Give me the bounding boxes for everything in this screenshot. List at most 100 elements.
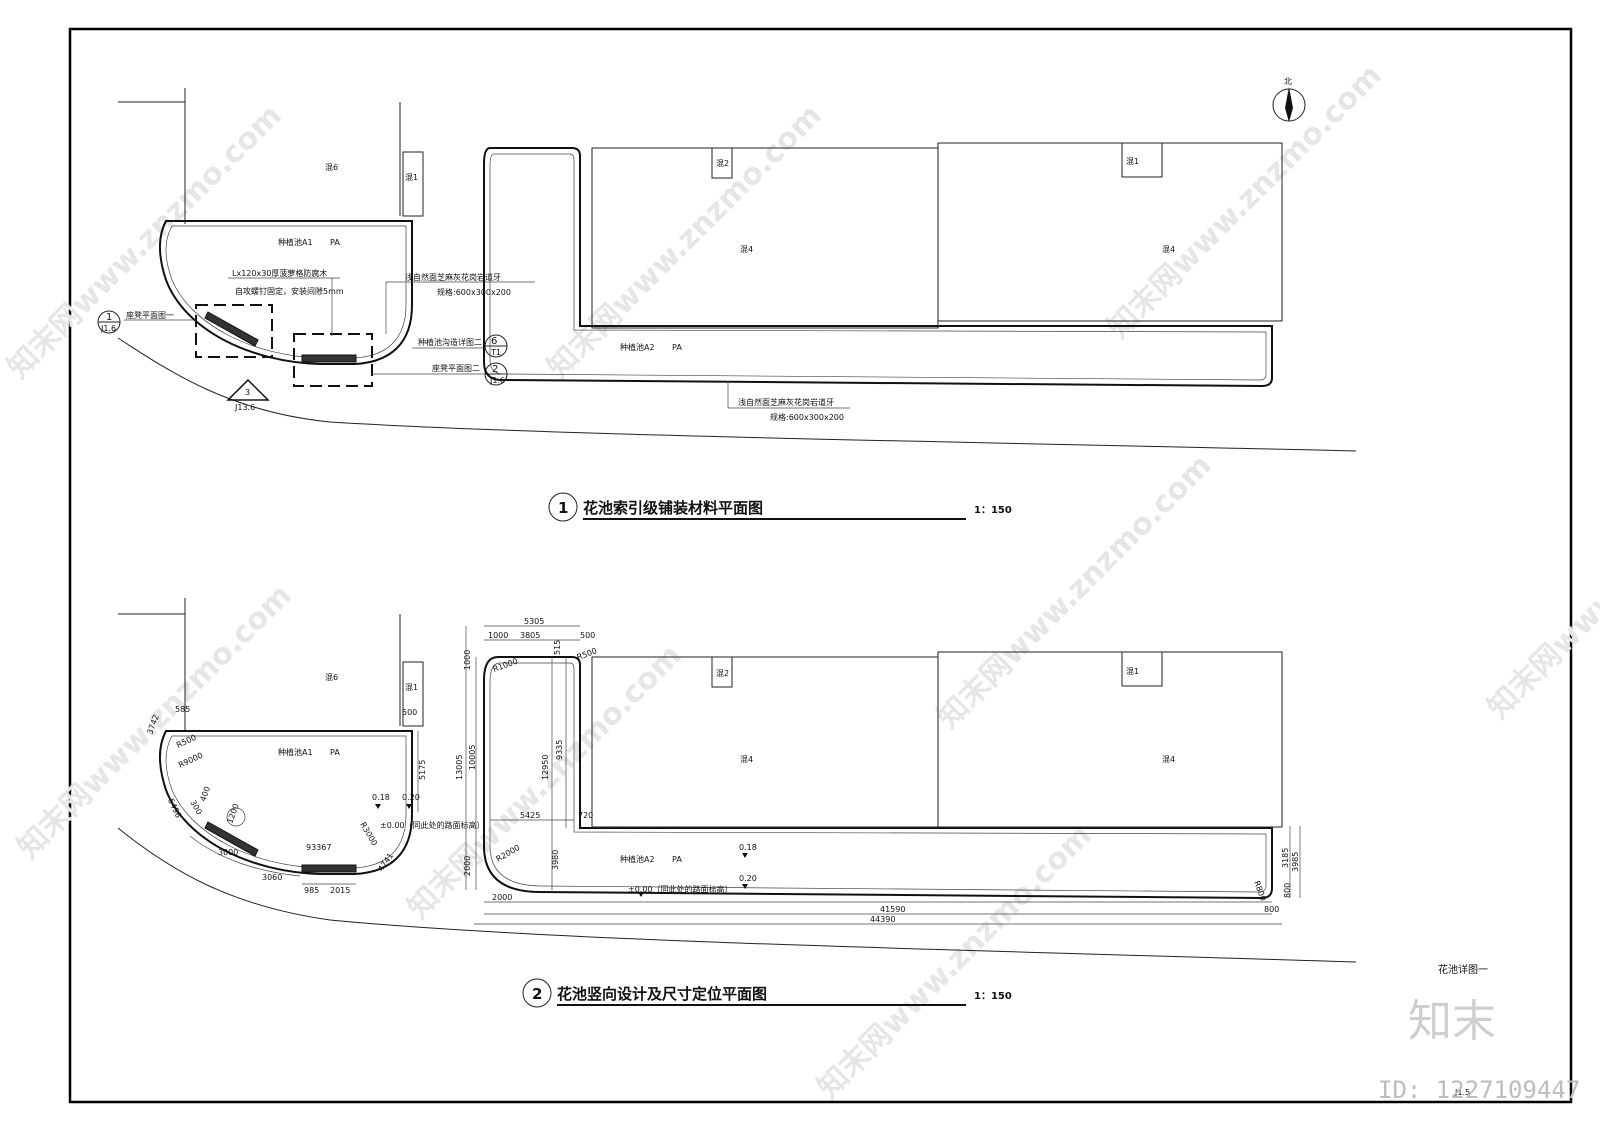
p1-zone-4a: 混4 — [740, 245, 753, 254]
p1-title: 花池索引级铺装材料平面图 — [583, 499, 763, 517]
road-edge-1 — [117, 337, 1357, 452]
p2-planter-a1 — [159, 730, 413, 875]
watermark-7: 知末网www.znzmo.com — [1481, 438, 1600, 726]
p1-sec3-sheet: J13.6 — [234, 403, 255, 412]
p1-stone-curb2: 浅自然面芝麻灰花岗岩道牙 — [738, 397, 834, 407]
p1-stone-curb-spec: 规格:600x300x200 — [437, 287, 511, 297]
p2-dim-1200: 1200 — [225, 802, 240, 824]
p1-planter-a2 — [483, 147, 1273, 388]
p1-sec3-num: 3 — [245, 388, 250, 397]
brand-logo: 知末 — [1408, 996, 1496, 1047]
p2-dim-3980: 3980 — [551, 850, 560, 870]
p2-bench-2 — [301, 864, 357, 873]
p1-zone-6: 混6 — [325, 163, 338, 172]
p2-dim-2000a: 2000 — [463, 856, 472, 876]
p2-number: 2 — [532, 985, 542, 1003]
p2-bench-1 — [204, 821, 259, 857]
p2-r500b: R500 — [175, 733, 198, 750]
north-label: 北 — [1284, 77, 1292, 86]
sheet-frame — [68, 27, 1573, 1104]
plan-2: 混6 混1 种植池A1 PA 0.18 0.20 ±0.00（同此处的路面标高）… — [117, 598, 1357, 1008]
p2-r9000: R9000 — [177, 751, 204, 770]
p2-dim-5175: 5175 — [418, 760, 427, 780]
p1-pool-a2-pa: PA — [672, 343, 682, 352]
p2-zone-1b: 混1 — [1126, 667, 1139, 676]
p2-dim-500a: 500 — [580, 631, 595, 640]
p2-dim-985: 985 — [304, 886, 319, 895]
p2-dim-2000b: 2000 — [492, 893, 512, 902]
p2-dim-10005: 10005 — [468, 745, 477, 770]
p2-r1000: R1000 — [492, 657, 519, 674]
p1-wood-fix: 自攻螺钉固定，安装间隙5mm — [235, 286, 344, 296]
p1-wood-spec: Lx120x30厚菠萝格防腐木 — [232, 268, 327, 278]
p2-r500a: R500 — [576, 646, 599, 662]
p1-zone-4b: 混4 — [1162, 245, 1175, 254]
p2-dim-800b: 800 — [1283, 883, 1292, 898]
p1-ref2-num: 2 — [492, 364, 498, 375]
p1-stone-curb: 浅自然面芝麻灰花岗岩道牙 — [405, 272, 501, 282]
p1-bench-2 — [301, 354, 357, 363]
watermark-layer: 知末网www.znzmo.com 知末网www.znzmo.com 知末网www… — [1, 58, 1600, 1106]
sheet-number: J1.5 — [1454, 1088, 1470, 1097]
p2-pool-a2-pa: PA — [672, 855, 682, 864]
watermark-3: 知末网www.znzmo.com — [1101, 58, 1389, 346]
p2-elev-000b: ±0.00（同此处的路面标高） — [628, 884, 733, 894]
p1-pool-a2: 种植池A2 — [620, 342, 655, 352]
p2-dim-3000: 3000 — [218, 848, 238, 857]
p1-ref6-num: 6 — [491, 336, 497, 347]
p2-elev-020a: 0.20 — [402, 793, 420, 802]
p1-ref6-sheet: T1 — [490, 348, 501, 357]
p2-dim-2015: 2015 — [330, 886, 350, 895]
brand-id: ID: 1227109447 — [1378, 1076, 1580, 1104]
p1-ditch-detail: 种植池沟造详图二 — [418, 337, 482, 347]
p2-zone-4a: 混4 — [740, 755, 753, 764]
p2-dim-13005: 13005 — [455, 755, 464, 780]
p1-pool-a1: 种植池A1 — [278, 237, 313, 247]
p2-dim-5496: 5496 — [166, 797, 183, 819]
p1-bench-1 — [204, 311, 259, 347]
p2-dim-3985: 3985 — [1291, 852, 1300, 872]
p2-dim-12950: 12950 — [541, 755, 550, 780]
p1-bench-box-2 — [293, 333, 373, 387]
p2-dim-720: 720 — [578, 811, 593, 820]
p2-dim-93367: 93367 — [306, 843, 331, 852]
p2-elev-018b: 0.18 — [739, 843, 757, 852]
p2-r3000: R3000 — [358, 821, 379, 848]
p1-stone-curb2-spec: 规格:600x300x200 — [770, 412, 844, 422]
p2-dim-5305: 5305 — [524, 617, 544, 626]
p1-bench-plan-1: 座凳平面图一 — [126, 310, 174, 320]
p2-dim-585: 585 — [175, 705, 190, 714]
p2-dim-400: 400 — [198, 785, 212, 802]
p2-dim-5425: 5425 — [520, 811, 540, 820]
p2-zone-1a: 混1 — [405, 683, 418, 692]
watermark-2: 知末网www.znzmo.com — [541, 98, 829, 386]
p1-pool-a1-pa: PA — [330, 238, 340, 247]
p1-bench-plan-2: 座凳平面图二 — [432, 363, 480, 373]
p2-pool-a1-pa: PA — [330, 748, 340, 757]
watermark-8: 知末网www.znzmo.com — [811, 818, 1099, 1106]
p2-dim-3805: 3805 — [520, 631, 540, 640]
p2-title: 花池竖向设计及尺寸定位平面图 — [557, 985, 767, 1003]
watermark-6: 知末网www.znzmo.com — [931, 448, 1219, 736]
p1-bench-box-1 — [195, 304, 273, 358]
p2-scale: 1：150 — [974, 991, 1012, 1002]
road-edge-2 — [117, 827, 1357, 963]
p1-zone-2: 混2 — [716, 159, 729, 168]
north-arrow: 北 — [1272, 77, 1306, 122]
p2-elev-000a: ±0.00（同此处的路面标高） — [380, 820, 485, 830]
p2-elev-018a: 0.18 — [372, 793, 390, 802]
p2-elev-020b: 0.20 — [739, 874, 757, 883]
p1-planter-a1 — [159, 220, 413, 365]
p2-pool-a2: 种植池A2 — [620, 854, 655, 864]
p2-planter-a2 — [483, 656, 1273, 900]
p2-zone-4b: 混4 — [1162, 755, 1175, 764]
p2-dim-41590: 41590 — [880, 905, 905, 914]
watermark-5: 知末网www.znzmo.com — [401, 638, 689, 926]
p1-ref1-sheet: J1.6 — [100, 324, 116, 333]
p2-dim-800a: 800 — [1264, 905, 1279, 914]
p2-dim-3060: 3060 — [262, 873, 282, 882]
p2-dim-3185: 3185 — [1281, 848, 1290, 868]
p2-dim-500b: 500 — [402, 708, 417, 717]
p2-zone-2: 混2 — [716, 669, 729, 678]
